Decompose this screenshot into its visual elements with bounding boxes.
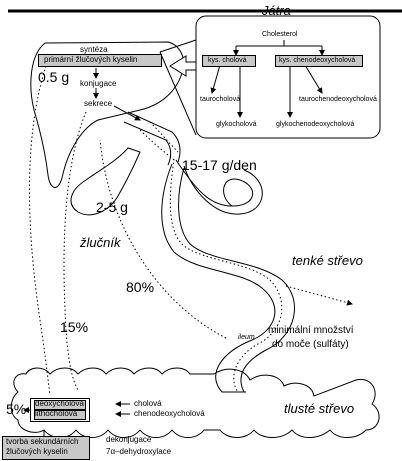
label-cholic-acid: kys. cholová (208, 57, 247, 64)
bile-duct (123, 111, 181, 166)
label-urine-line2: do moče (sulfáty) (272, 339, 349, 350)
box-chenodeoxycholic-acid (275, 55, 363, 67)
label-lithocholic: lithocholová (35, 409, 78, 418)
liver-connector-line (159, 51, 197, 136)
enterohepatic-path (139, 129, 283, 393)
label-chenodeoxycholic-acid: kys. chenodeoxycholová (279, 57, 356, 64)
colon-outline (10, 367, 380, 438)
enterohepatic-path (63, 111, 87, 391)
label-reabsorption-percent: 80% (126, 279, 155, 295)
small-intestine-outline (178, 165, 296, 393)
enterohepatic-path (149, 121, 179, 153)
box-secondary-note (2, 436, 90, 460)
label-glycochenodeoxycholic: glykochenodeoxycholová (276, 121, 355, 128)
reabsorption-path (99, 139, 227, 339)
label-urine-line1: minimální množství (268, 325, 354, 336)
label-liver-pool: 0.5 g (38, 69, 70, 85)
small-intestine-outline (161, 159, 276, 393)
enterohepatic-path (29, 65, 51, 396)
title-liver: Játra (262, 3, 291, 18)
label-primary-acids: primární žlučových kyselin (44, 55, 138, 64)
label-daily-flow: 15-17 g/den (182, 157, 257, 173)
box-primary-acids (38, 54, 162, 67)
hollow-arrow (169, 55, 197, 77)
label-deconjugation: dekonjugace (106, 435, 152, 444)
label-taurochenodeoxycholic: taurochenodeoxycholová (299, 96, 377, 103)
label-conjugation: konjugace (80, 79, 117, 88)
label-deoxycholic: deoxycholová (35, 399, 84, 408)
box-deoxycholic (34, 400, 86, 410)
label-cholesterol: Cholesterol (262, 31, 298, 38)
label-chenodeoxycholic: chenodeoxycholová (134, 409, 205, 418)
arrow-tauro-cholic (210, 64, 221, 94)
label-taurocholic: taurocholová (200, 96, 241, 103)
label-cholic: cholová (134, 399, 162, 408)
label-secondary-line1: tvorba sekundárních (6, 437, 79, 446)
label-large-intestine: tlusté střevo (284, 401, 355, 416)
arrow-tauro-cheno (304, 64, 323, 94)
box-lithocholic (34, 410, 86, 420)
label-small-intestine: tenké střevo (292, 253, 363, 268)
arrow-secretion-to-duct (113, 105, 141, 121)
label-colon-return-percent: 15% (60, 319, 89, 335)
label-secondary-line2: žlučových kyselin (6, 447, 68, 456)
label-colon-loss-percent: 5% (6, 401, 27, 417)
box-cholic-acid (202, 55, 256, 67)
gallbladder-outline (70, 147, 141, 216)
label-secretion: sekrece (84, 99, 113, 108)
label-synthesis: syntéza (80, 45, 108, 54)
label-ileum: ileum (238, 334, 255, 341)
label-glycocholic: glykocholová (216, 121, 257, 128)
label-dehydroxylation: 7α–dehydroxylace (106, 447, 172, 456)
label-gallbladder-amount: 2-5 g (96, 199, 128, 215)
label-gallbladder: žlučník (80, 235, 121, 250)
urine-excretion-arrow (285, 285, 353, 306)
liver-connector-line (159, 39, 197, 53)
